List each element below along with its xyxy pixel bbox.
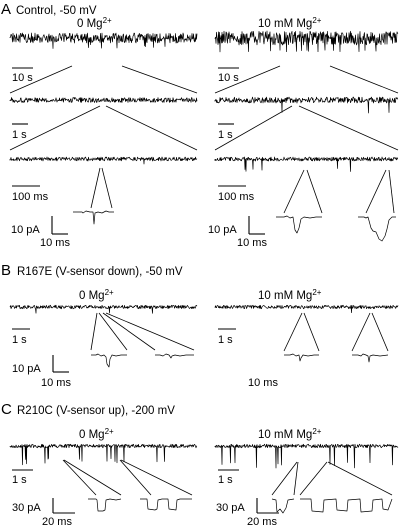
panel-b-current-scale-left: 10 pA: [12, 363, 41, 375]
panel-c-current-scale-right: 30 pA: [216, 502, 245, 514]
panel-b-zoom-time-scale-right: 10 ms: [248, 377, 278, 389]
panel-b-letter: B: [1, 262, 11, 279]
panel-c: C R210C (V-sensor up), -200 mV 0 Mg2+ 10…: [1, 401, 399, 528]
panel-c-trace-left: [9, 443, 198, 466]
panel-a-zoom-line: [9, 105, 101, 151]
panel-c-event-inset: [300, 498, 393, 513]
panel-a-time-scale-3-left: 100 ms: [12, 191, 49, 203]
panel-a-time-scale-2-right: 1 s: [218, 129, 233, 141]
panel-b-trace-right: [214, 304, 399, 314]
panel-c-zoom-line: [63, 459, 122, 496]
panel-a-time-scale-3-right: 100 ms: [218, 191, 255, 203]
panel-a-time-scale-1-right: 10 s: [218, 72, 239, 84]
panel-a: A Control, -50 mV 0 Mg2+ 10 mM Mg2+ 10 s…: [1, 1, 399, 249]
panel-c-zoom-line: [271, 461, 298, 496]
panel-a-event-inset: [73, 210, 114, 225]
panel-b-zoom-line: [283, 312, 303, 352]
panel-c-zoom-line: [299, 461, 328, 496]
panel-a-zoom-line: [121, 65, 198, 94]
panel-c-condition-right: 10 mM Mg2+: [258, 427, 322, 441]
panel-a-trace-right-2: [214, 96, 399, 114]
panel-b-zoom-line: [90, 312, 98, 351]
panel-a-current-scale-right: 10 pA: [208, 224, 237, 236]
panel-a-zoom-line: [365, 169, 387, 214]
panel-a-trace-right-3: [214, 156, 399, 172]
panel-b-condition-right: 10 mM Mg2+: [258, 288, 322, 302]
panel-a-trace-left-1: [9, 32, 198, 49]
panel-c-trace-right: [214, 443, 399, 469]
panel-b-zoom-line: [105, 312, 195, 351]
panel-b-event-inset: [155, 353, 194, 359]
panel-a-event-inset: [276, 215, 322, 234]
panel-a-event-inset: [358, 216, 396, 242]
panel-a-zoom-line: [90, 167, 101, 209]
panel-a-zoom-line: [9, 65, 73, 94]
panel-a-zoom-line: [306, 169, 323, 214]
panel-a-zoom-line: [105, 105, 198, 151]
panel-c-time-scale-right: 1 s: [218, 474, 233, 486]
panel-b-zoom-time-scale-left: 10 ms: [41, 377, 71, 389]
panel-c-zoom-line: [119, 459, 152, 496]
panel-b: B R167E (V-sensor down), -50 mV 0 Mg2+ 1…: [1, 262, 399, 389]
panel-c-event-inset: [140, 498, 192, 511]
panel-a-zoom-line: [298, 105, 399, 151]
panel-b-time-scale-right: 1 s: [218, 334, 233, 346]
panel-a-zoom-line: [214, 65, 281, 94]
panel-a-condition-left: 0 Mg2+: [77, 16, 112, 30]
panel-c-zoom-line: [62, 459, 97, 496]
panel-b-time-scale-left: 1 s: [12, 334, 27, 346]
panel-b-title: R167E (V-sensor down), -50 mV: [17, 266, 183, 278]
panel-b-zoom-line: [98, 312, 128, 351]
panel-c-title: R210C (V-sensor up), -200 mV: [17, 405, 175, 417]
panel-b-zoom-line: [351, 312, 371, 352]
panel-b-trace-left: [9, 304, 198, 314]
panel-c-current-scale-left: 30 pA: [12, 502, 41, 514]
panel-c-event-inset: [88, 498, 122, 512]
panel-c-zoom-line: [327, 461, 393, 496]
panel-b-event-inset: [352, 353, 389, 363]
panel-b-condition-left: 0 Mg2+: [79, 288, 114, 302]
panel-b-zoom-line: [303, 312, 320, 352]
panel-a-time-scale-2-left: 1 s: [12, 129, 27, 141]
panel-a-condition-right: 10 mM Mg2+: [258, 16, 322, 30]
panel-a-zoom-line: [329, 65, 399, 94]
panel-a-zoom-line: [388, 169, 395, 214]
panel-a-current-scale-left: 10 pA: [11, 224, 40, 236]
panel-a-zoom-line: [214, 105, 293, 151]
panel-a-trace-right-1: [214, 30, 399, 53]
panel-a-zoom-line: [283, 169, 305, 214]
panel-a-zoom-line: [101, 167, 113, 209]
panel-a-trace-left-3: [9, 156, 198, 165]
panel-a-title: Control, -50 mV: [16, 5, 97, 17]
panel-a-zoom-time-scale-right: 10 ms: [237, 237, 267, 249]
panel-b-event-inset: [284, 353, 319, 362]
panel-c-zoom-line: [120, 459, 193, 496]
panel-c-zoom-time-scale-left: 20 ms: [42, 516, 72, 528]
panel-c-event-inset: [271, 498, 295, 514]
panel-c-condition-left: 0 Mg2+: [79, 427, 114, 441]
panel-a-time-scale-1-left: 10 s: [12, 72, 33, 84]
panel-a-zoom-time-scale-left: 10 ms: [40, 237, 70, 249]
panel-a-trace-left-2: [9, 97, 198, 103]
panel-a-letter: A: [1, 1, 11, 18]
panel-c-time-scale-left: 1 s: [12, 474, 27, 486]
panel-c-letter: C: [1, 401, 12, 418]
panel-b-event-inset: [91, 353, 127, 368]
panel-c-zoom-time-scale-right: 20 ms: [247, 516, 277, 528]
panel-b-zoom-line: [371, 312, 389, 352]
panel-b-zoom-line: [102, 312, 156, 351]
panel-c-zoom-line: [293, 461, 299, 496]
